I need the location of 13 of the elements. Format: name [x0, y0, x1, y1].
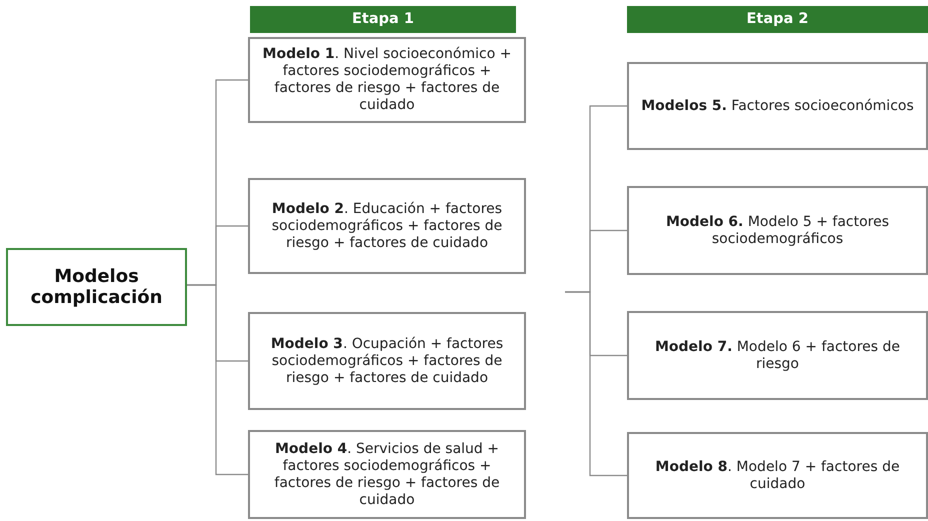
stage-header-bar: Etapa 2 — [627, 6, 928, 33]
model-box: Modelos 5. Factores socioeconómicos — [627, 62, 928, 150]
model-box: Modelo 1. Nivel socioeconómico + factores sociodemográficos + factores de riesgo + factores de cuidado — [248, 37, 526, 123]
connector-line — [187, 284, 248, 476]
model-box: Modelo 2. Educación + factores sociodemográficos + factores de riesgo + factores de cuidado — [248, 178, 526, 274]
root-box: Modelos complicación — [6, 248, 187, 326]
model-box: Modelo 8. Modelo 7 + factores de cuidado — [627, 432, 928, 519]
model-box: Modelo 7. Modelo 6 + factores de riesgo — [627, 311, 928, 400]
connector-line — [565, 291, 627, 476]
model-box: Modelo 4. Servicios de salud + factores sociodemográficos + factores de riesgo + factores de cuidado — [248, 430, 526, 519]
model-box: Modelo 6. Modelo 5 + factores sociodemográficos — [627, 186, 928, 275]
model-box: Modelo 3. Ocupación + factores sociodemográficos + factores de riesgo + factores de cuidado — [248, 312, 526, 410]
stage-header-bar: Etapa 1 — [250, 6, 516, 33]
